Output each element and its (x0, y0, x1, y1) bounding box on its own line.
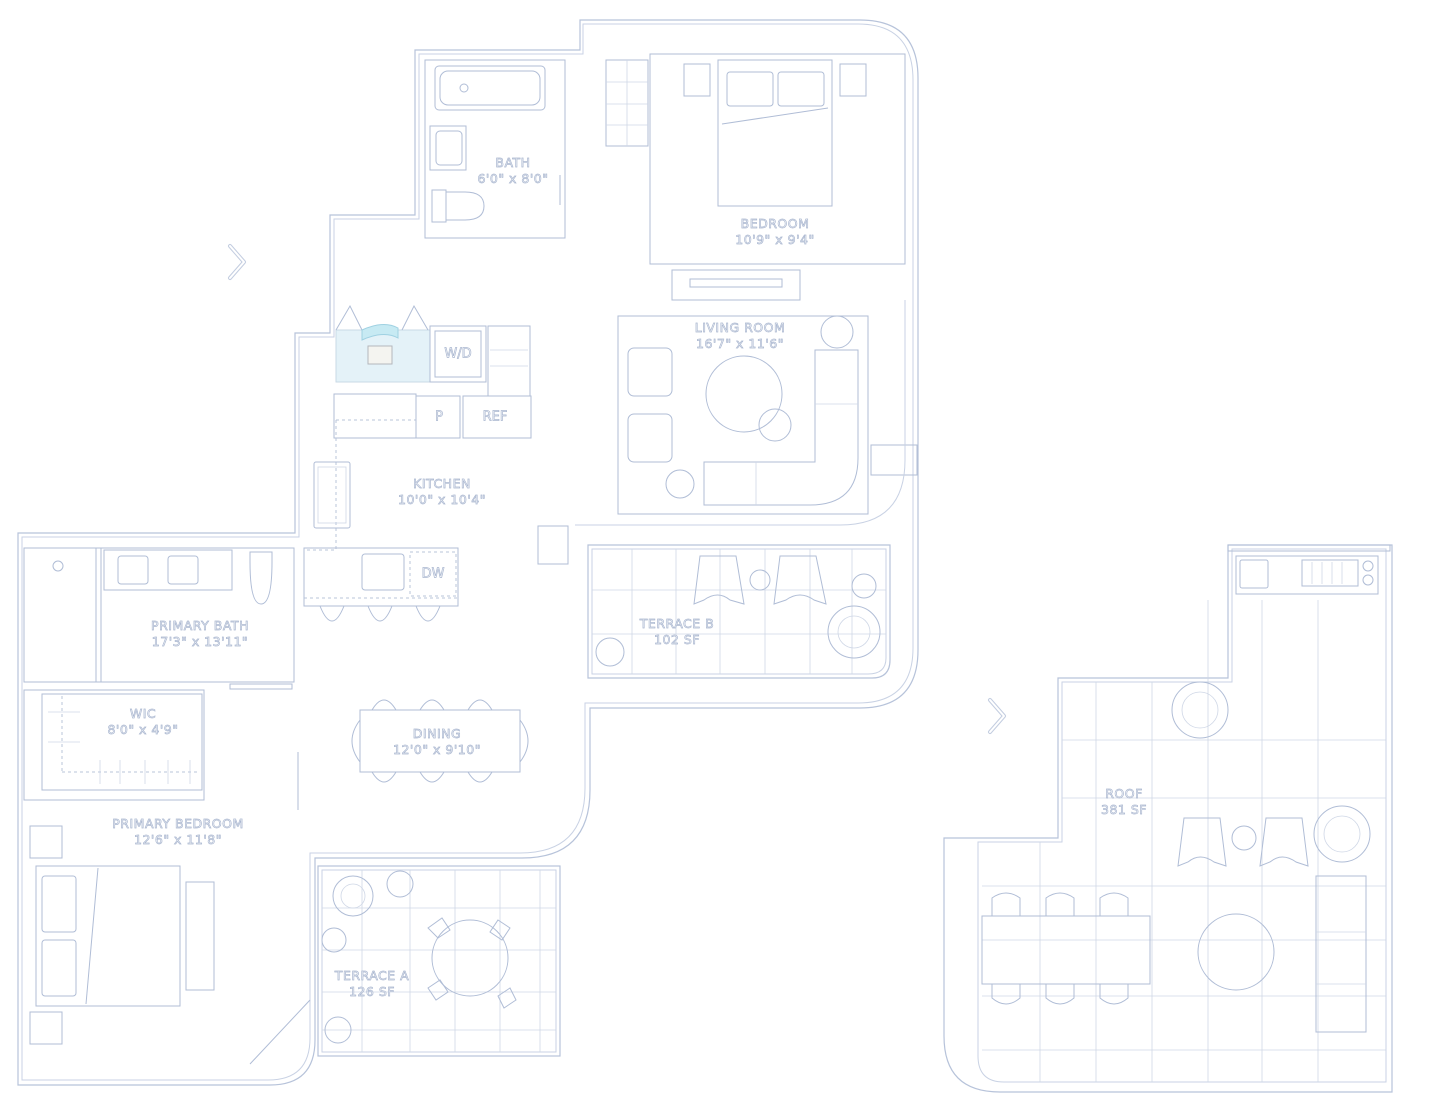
dining-area (297, 699, 529, 810)
laundry-area (333, 304, 532, 439)
chevron-right-icon[interactable] (222, 242, 252, 282)
exterior-walls (17, 19, 919, 1086)
primary-bedroom-room (29, 825, 311, 1065)
kitchen-room (303, 419, 569, 622)
wic-room (23, 689, 205, 801)
appliance-label-dishwasher: DW (421, 566, 445, 582)
appliance-label-pantry: P (435, 409, 444, 425)
terrace-b (587, 544, 891, 679)
roof-plan (943, 544, 1393, 1093)
bedroom-room (605, 53, 906, 301)
living-room (575, 300, 918, 526)
appliance-label-washer-dryer: W/D (444, 346, 472, 362)
chevron-right-icon[interactable] (982, 696, 1012, 736)
primary-bath-room (23, 547, 295, 690)
terrace-a (317, 865, 561, 1057)
appliance-label-refrigerator: REF (482, 409, 508, 425)
bath-room (424, 59, 566, 239)
